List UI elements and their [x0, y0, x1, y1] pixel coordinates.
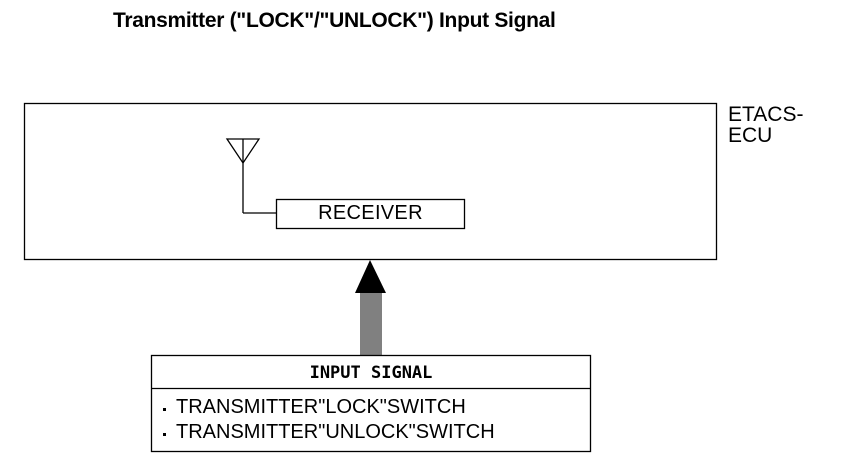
bullet-icon	[163, 408, 166, 411]
ecu-label-line1: ETACS-	[728, 103, 804, 126]
ecu-box	[23, 102, 718, 261]
up-arrow-icon	[355, 260, 386, 355]
receiver-label: RECEIVER	[318, 202, 423, 224]
receiver-box	[275, 198, 466, 230]
input-signal-box	[150, 354, 592, 453]
antenna-icon	[225, 138, 276, 214]
input-signal-header: INPUT SIGNAL	[309, 363, 433, 383]
diagram-title: Transmitter ("LOCK"/"UNLOCK") Input Sign…	[113, 9, 556, 32]
bullet-icon	[163, 433, 166, 436]
list-item: TRANSMITTER"LOCK"SWITCH	[160, 395, 495, 420]
ecu-label: ETACS- ECU	[728, 104, 803, 146]
input-signal-list: TRANSMITTER"LOCK"SWITCH TRANSMITTER"UNLO…	[160, 395, 495, 445]
input-signal-item: TRANSMITTER"LOCK"SWITCH	[176, 396, 466, 418]
ecu-label-line2: ECU	[728, 124, 773, 147]
input-signal-item: TRANSMITTER"UNLOCK"SWITCH	[176, 421, 495, 443]
list-item: TRANSMITTER"UNLOCK"SWITCH	[160, 420, 495, 445]
